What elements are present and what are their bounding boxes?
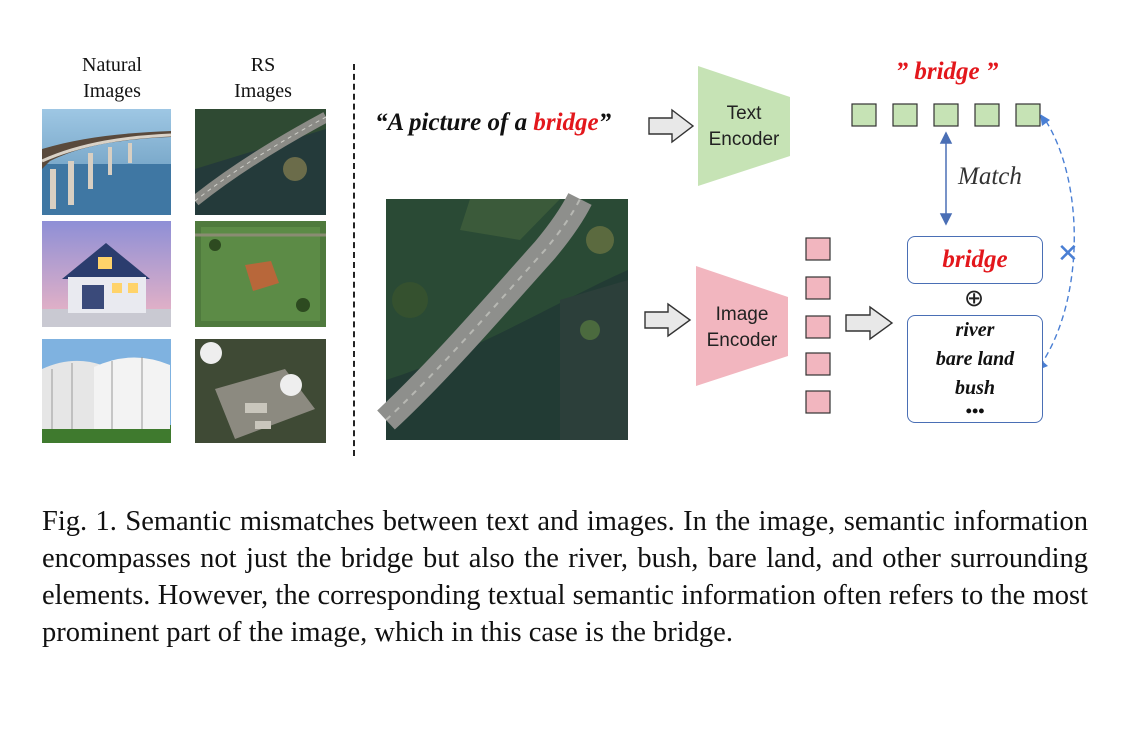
image-encoder-shape bbox=[696, 266, 788, 386]
natural-images-heading: Natural Images bbox=[82, 54, 142, 102]
text-encoder-shape bbox=[698, 66, 790, 186]
tokens-to-semantics-arrow bbox=[845, 305, 894, 341]
match-arrow bbox=[939, 131, 953, 226]
natural-bridge-image bbox=[42, 109, 171, 215]
other-semantics-box: river bare land bush ••• bbox=[907, 315, 1043, 423]
text-token-4 bbox=[974, 103, 1000, 127]
bridge-semantic-label: bridge bbox=[942, 246, 1008, 273]
semantic-item-ellipsis: ••• bbox=[965, 401, 985, 421]
image-token-4 bbox=[805, 352, 831, 376]
query-to-text-encoder-arrow bbox=[648, 108, 695, 144]
rs-bridge-image bbox=[195, 109, 326, 215]
text-query: “A picture of a bridge” bbox=[375, 109, 611, 137]
section-divider bbox=[353, 64, 355, 456]
rs-images-heading: RS Images bbox=[234, 54, 292, 102]
natural-house-image bbox=[42, 221, 171, 327]
diagram-graphics bbox=[377, 66, 1075, 440]
mismatch-x-icon: ✕ bbox=[1057, 239, 1079, 269]
bridge-semantic-box: bridge bbox=[907, 236, 1043, 284]
text-token-label: ” bridge ” bbox=[895, 58, 999, 85]
semantic-item-river: river bbox=[955, 319, 995, 341]
rs-house-image bbox=[195, 221, 326, 327]
text-token-row bbox=[851, 103, 1041, 127]
figure-caption: Fig. 1. Semantic mismatches between text… bbox=[42, 506, 1088, 648]
text-encoder-label: Text Encoder bbox=[708, 103, 780, 150]
query-highlight: bridge bbox=[533, 109, 599, 136]
match-label: Match bbox=[958, 163, 1022, 190]
text-token-2 bbox=[892, 103, 918, 127]
image-token-5 bbox=[805, 390, 831, 414]
query-suffix: ” bbox=[598, 109, 612, 136]
text-token-3 bbox=[933, 103, 959, 127]
rs-tanks-image bbox=[195, 339, 326, 443]
main-aerial-image bbox=[377, 192, 628, 440]
image-encoder-label: Image Encoder bbox=[706, 304, 778, 351]
query-prefix: “A picture of a bbox=[375, 109, 534, 136]
image-token-1 bbox=[805, 237, 831, 261]
semantic-item-bare-land: bare land bbox=[935, 348, 1015, 370]
text-token-1 bbox=[851, 103, 877, 127]
image-token-2 bbox=[805, 276, 831, 300]
image-token-3 bbox=[805, 315, 831, 339]
semantic-item-bush: bush bbox=[954, 377, 996, 399]
natural-tanks-image bbox=[42, 339, 171, 443]
image-to-image-encoder-arrow bbox=[644, 302, 692, 338]
image-token-column bbox=[805, 237, 831, 414]
text-token-5 bbox=[1015, 103, 1041, 127]
oplus-symbol: ⊕ bbox=[963, 284, 985, 312]
